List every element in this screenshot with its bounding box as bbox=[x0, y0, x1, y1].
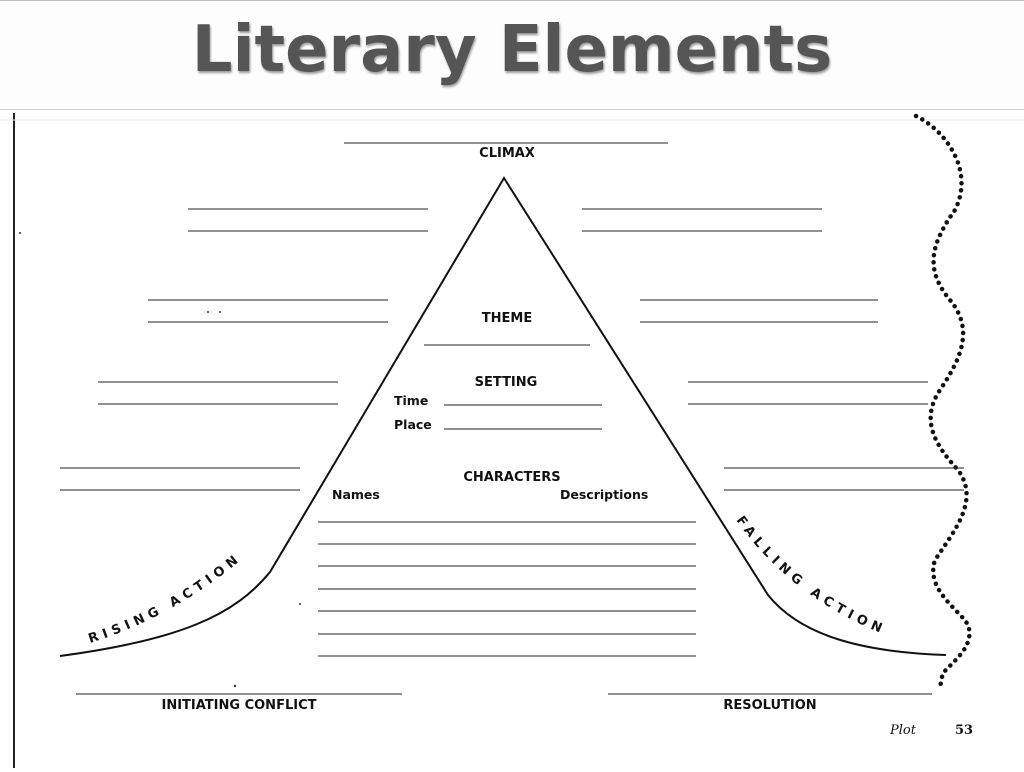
initiating-conflict-label: INITIATING CONFLICT bbox=[162, 698, 317, 713]
dotted-border bbox=[913, 113, 972, 693]
descriptions-label: Descriptions bbox=[560, 487, 648, 502]
character-lines[interactable] bbox=[318, 521, 696, 657]
plot-mountain-line bbox=[59, 176, 947, 657]
footer-page-number: 53 bbox=[955, 723, 973, 738]
characters-label: CHARACTERS bbox=[463, 470, 560, 485]
title-banner: Literary Elements bbox=[0, 0, 1024, 110]
place-label: Place bbox=[394, 417, 432, 432]
climax-label: CLIMAX bbox=[479, 146, 535, 161]
time-label: Time bbox=[394, 393, 428, 408]
plot-worksheet: CLIMAX THEME SETTING Time Place CHARACTE… bbox=[0, 110, 1024, 768]
footer-section: Plot bbox=[889, 723, 917, 738]
setting-label: SETTING bbox=[475, 375, 538, 390]
scan-specks bbox=[19, 232, 301, 688]
page-title: Literary Elements bbox=[191, 13, 833, 87]
falling-action-blanks[interactable] bbox=[582, 208, 964, 491]
resolution-label: RESOLUTION bbox=[723, 698, 816, 713]
theme-label: THEME bbox=[482, 311, 532, 326]
rising-action-label: RISING ACTION bbox=[87, 550, 245, 647]
rising-action-blanks[interactable] bbox=[60, 208, 428, 491]
names-label: Names bbox=[332, 487, 380, 502]
plot-diagram: CLIMAX THEME SETTING Time Place CHARACTE… bbox=[0, 113, 1024, 768]
